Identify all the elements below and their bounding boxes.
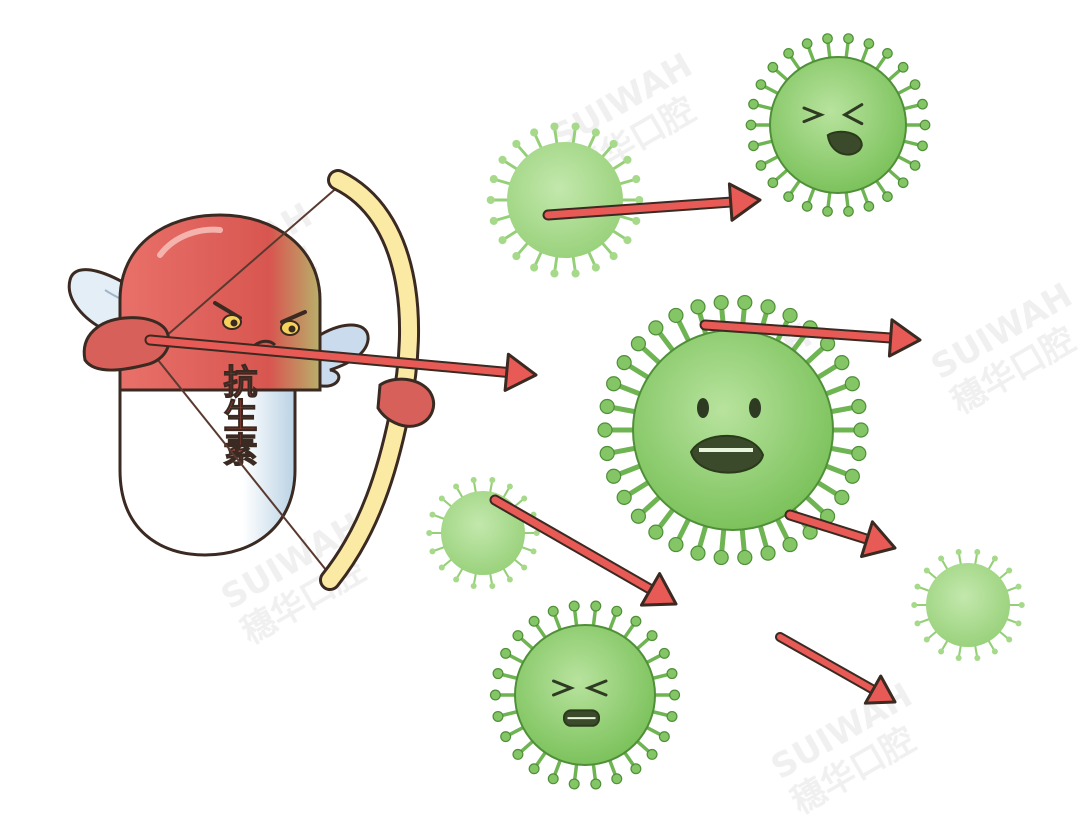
antibiotic-pill: 抗生素 <box>118 213 322 557</box>
virus-icon <box>745 33 931 217</box>
arrow-icon <box>699 318 922 358</box>
virus-icon <box>597 294 869 566</box>
arrow-icon <box>144 334 538 392</box>
arrow-layer <box>144 182 922 705</box>
arrow-icon <box>542 182 762 222</box>
virus-icon <box>489 600 681 790</box>
watermark: SUIWAH 穗华口腔 <box>765 675 923 822</box>
virus-layer <box>426 33 1025 790</box>
arrow-icon <box>775 632 897 705</box>
watermark: SUIWAH 穗华口腔 <box>925 275 1080 422</box>
arrow-icon <box>489 494 678 607</box>
virus-icon <box>426 477 540 589</box>
left-hand-icon <box>82 316 171 372</box>
pill-label: 抗生素 <box>217 363 257 466</box>
angry-eyes-icon <box>213 301 307 347</box>
arrow-icon <box>784 509 897 559</box>
virus-icon <box>911 549 1025 661</box>
virus-icon <box>486 122 644 278</box>
right-hand-icon <box>376 377 435 428</box>
